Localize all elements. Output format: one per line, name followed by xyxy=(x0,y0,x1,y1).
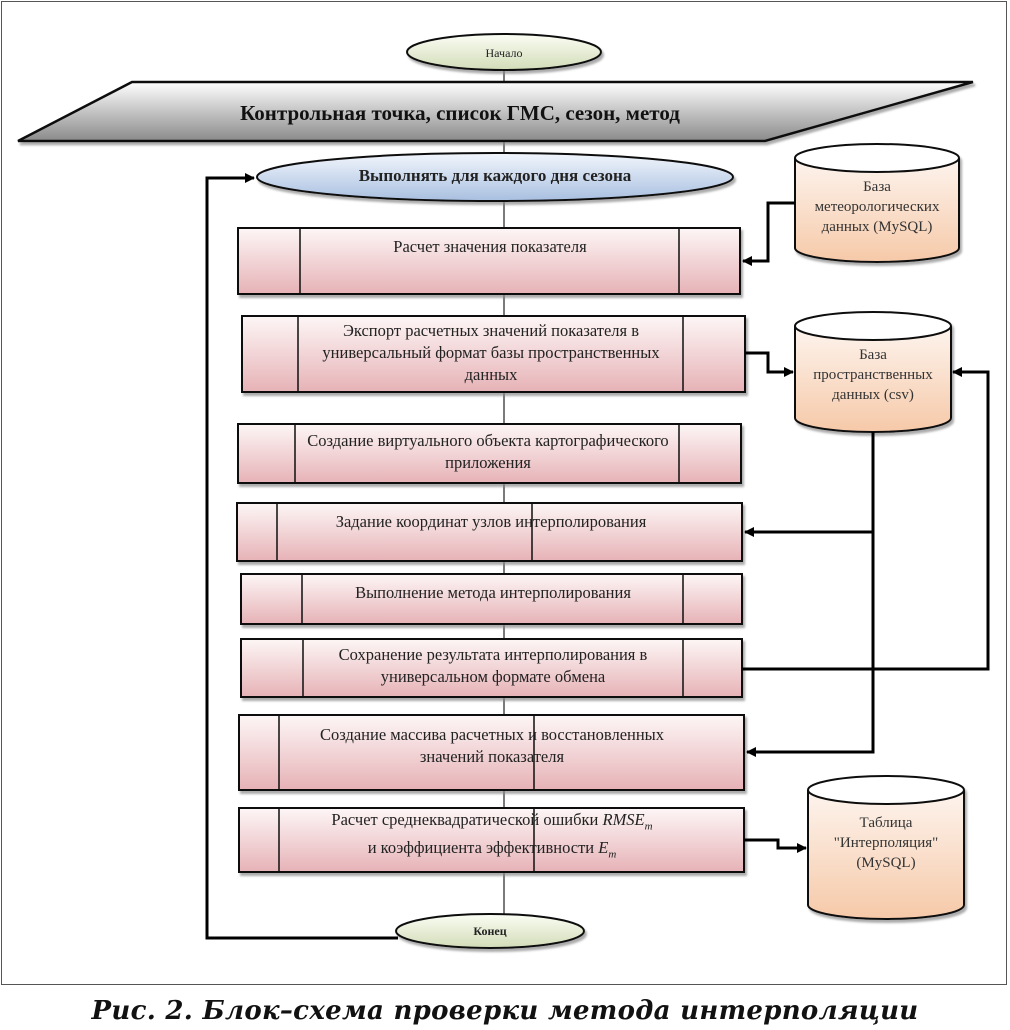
db-spatial-label: База пространственных данных (csv) xyxy=(813,347,933,403)
spatial-to-array-connector xyxy=(746,432,875,757)
input-label: Контрольная точка, список ГМС, сезон, ме… xyxy=(240,101,680,125)
figure-caption: Рис. 2. Блок–схема проверки метода интер… xyxy=(91,996,919,1026)
process-array-label: Создание массива расчетных и восстановле… xyxy=(319,725,665,766)
process-save xyxy=(240,638,743,698)
process-export xyxy=(241,315,746,393)
process-interp xyxy=(240,573,743,625)
process-interp-label: Выполнение метода интерполирования xyxy=(355,583,631,602)
process-rmse xyxy=(238,807,745,873)
save-to-spatial-connector xyxy=(742,367,990,671)
process-calc xyxy=(237,227,741,295)
process-coords-label: Задание координат узлов интерполирования xyxy=(335,512,647,531)
rmse-line-2: и коэффициента эффективности Em xyxy=(367,838,617,861)
rmse-to-table-connector xyxy=(744,838,807,853)
process-save-label: Сохранение результата интерполирования в… xyxy=(338,645,648,686)
db-meteo-label: База метеорологических данных (MySQL) xyxy=(814,179,940,235)
start-terminal xyxy=(406,33,602,71)
start-label: Начало xyxy=(485,46,523,60)
rmse-line-1: Расчет среднеквадратической ошибки RMSEm xyxy=(331,809,653,832)
flowchart xyxy=(17,33,990,949)
process-rmse-label: Расчет среднеквадратической ошибки RMSEm… xyxy=(302,809,682,862)
db-table-label: Таблица "Интерполяция" (MySQL) xyxy=(833,815,939,871)
process-calc-label: Расчет значения показателя xyxy=(393,237,587,256)
db-meteo-cylinder xyxy=(794,143,960,263)
loop-label: Выполнять для каждого дня сезона xyxy=(358,166,632,185)
export-to-spatial-connector xyxy=(745,351,794,377)
end-terminal xyxy=(395,913,585,949)
process-coords xyxy=(236,502,743,562)
end-label: Конец xyxy=(473,924,507,938)
loop-ellipse xyxy=(256,152,734,202)
process-virtual-label: Создание виртуального объекта картографи… xyxy=(307,431,669,472)
process-array xyxy=(238,714,745,791)
figure-frame xyxy=(1,1,1007,985)
loop-back-connector xyxy=(205,173,398,940)
input-parallelogram xyxy=(17,80,974,143)
process-export-label: Экспорт расчетных значений показателя в … xyxy=(322,321,660,384)
db-table-cylinder xyxy=(807,775,965,920)
meteo-to-calc-connector xyxy=(742,201,795,266)
process-virtual xyxy=(237,423,742,484)
db-spatial-cylinder xyxy=(794,311,952,433)
